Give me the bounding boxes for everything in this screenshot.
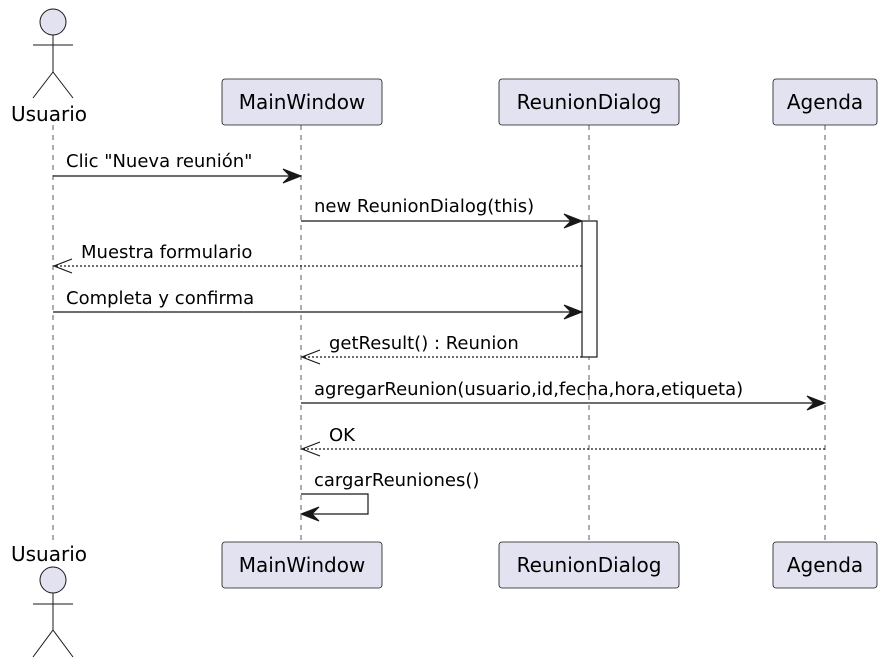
participant-label-mainwindow-bottom: MainWindow [239, 553, 366, 577]
arrow-right-icon [282, 168, 303, 184]
message-ok: OK [300, 425, 825, 457]
actor-usuario-bottom: Usuario [11, 542, 87, 658]
message-cargar-reuniones: cargarReuniones() [299, 470, 479, 522]
message-agregar-reunion: agregarReunion(usuario,id,fecha,hora,eti… [301, 379, 827, 411]
message-completa-confirma: Completa y confirma [53, 288, 584, 320]
activation-bar-reuniondialog [581, 220, 598, 358]
participant-label-reuniondialog-top: ReunionDialog [517, 90, 662, 114]
participant-reuniondialog-top: ReunionDialog [498, 78, 680, 126]
arrow-left-open-icon [300, 441, 321, 457]
arrow-right-icon [563, 304, 584, 320]
message-label: cargarReuniones() [314, 470, 479, 491]
actor-usuario-top: Usuario [11, 8, 87, 126]
message-label: Clic "Nueva reunión" [66, 151, 252, 172]
participant-reuniondialog-bottom: ReunionDialog [498, 541, 680, 589]
message-label: Completa y confirma [66, 288, 254, 309]
actor-label-usuario-bottom: Usuario [11, 542, 87, 566]
message-label: Muestra formulario [81, 242, 252, 263]
actor-head-icon [39, 566, 67, 594]
message-label: agregarReunion(usuario,id,fecha,hora,eti… [314, 379, 743, 400]
participant-agenda-bottom: Agenda [772, 541, 878, 589]
arrow-left-icon [299, 506, 320, 522]
arrow-left-open-icon [300, 349, 321, 365]
participant-mainwindow-top: MainWindow [221, 78, 383, 126]
arrow-left-open-icon [52, 258, 73, 274]
message-clic-nueva-reunion: Clic "Nueva reunión" [53, 151, 303, 184]
message-new-reuniondialog: new ReunionDialog(this) [301, 196, 584, 229]
participant-label-agenda-bottom: Agenda [787, 553, 863, 577]
arrow-right-icon [563, 213, 584, 229]
message-label: OK [329, 425, 356, 446]
participant-label-reuniondialog-bottom: ReunionDialog [517, 553, 662, 577]
participant-label-mainwindow-top: MainWindow [239, 90, 366, 114]
message-muestra-formulario: Muestra formulario [52, 242, 582, 274]
message-getresult: getResult() : Reunion [300, 333, 582, 365]
actor-head-icon [39, 8, 67, 36]
message-label: new ReunionDialog(this) [314, 196, 534, 217]
message-label: getResult() : Reunion [329, 333, 519, 354]
participant-mainwindow-bottom: MainWindow [221, 541, 383, 589]
participant-agenda-top: Agenda [772, 78, 878, 126]
arrow-right-icon [806, 395, 827, 411]
participant-label-agenda-top: Agenda [787, 90, 863, 114]
actor-label-usuario-top: Usuario [11, 102, 87, 126]
